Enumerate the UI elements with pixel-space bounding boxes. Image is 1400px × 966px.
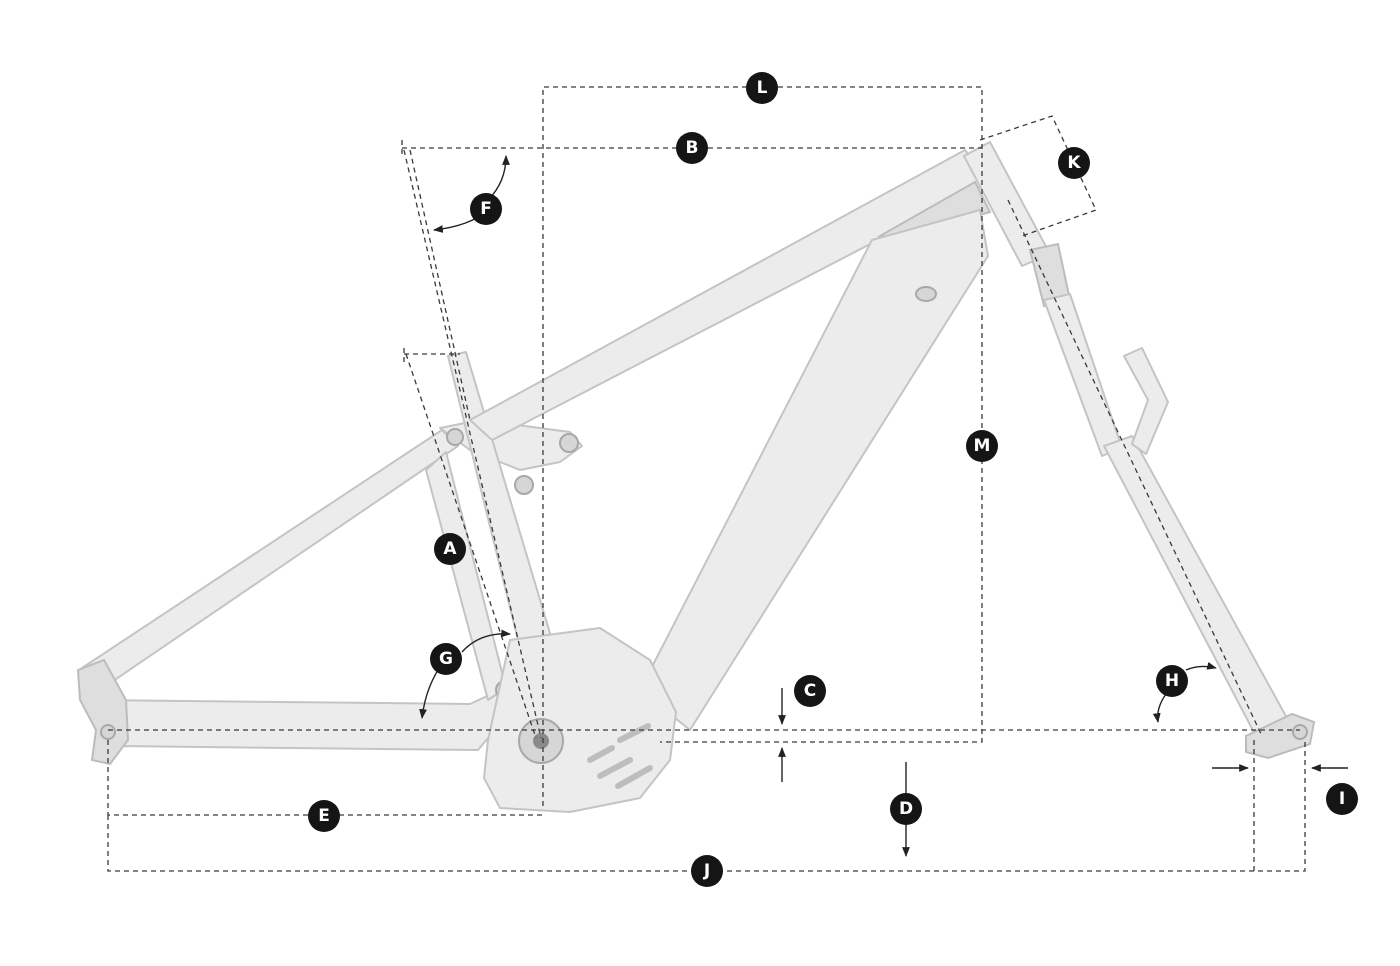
front-axle — [1292, 724, 1308, 740]
motor-housing — [483, 627, 677, 813]
bottom-bracket-axle — [533, 733, 549, 749]
label-c: C — [804, 681, 816, 701]
label-l: L — [757, 78, 768, 98]
rear-dropout — [76, 658, 130, 766]
angle-arrow-h-2 — [1185, 662, 1217, 671]
seat-tube-axis-2 — [409, 149, 471, 421]
label-b: B — [686, 138, 699, 158]
rear-axle — [100, 724, 116, 740]
label-m: M — [974, 436, 991, 456]
label-badge-g: G — [430, 643, 462, 675]
down-tube — [639, 209, 989, 731]
rocker-pivot-3 — [514, 475, 534, 495]
angle-arrow-f-2 — [487, 155, 510, 201]
label-i: I — [1339, 789, 1345, 809]
down-tube-port — [915, 286, 937, 302]
dimension-line-j — [107, 740, 1306, 872]
rocker-pivot-2 — [559, 433, 579, 453]
label-k: K — [1067, 153, 1081, 173]
label-g: G — [439, 649, 453, 669]
label-h: H — [1165, 671, 1179, 691]
label-badge-i: I — [1326, 783, 1358, 815]
label-badge-h: H — [1156, 665, 1188, 697]
label-badge-l: L — [746, 72, 778, 104]
seat-stay — [81, 429, 459, 691]
label-badge-d: D — [890, 793, 922, 825]
label-j: J — [703, 861, 710, 881]
label-badge-b: B — [676, 132, 708, 164]
label-badge-k: K — [1058, 147, 1090, 179]
label-badge-j: J — [691, 855, 723, 887]
label-badge-a: A — [434, 533, 466, 565]
label-badge-e: E — [308, 800, 340, 832]
angle-arrow-g-2 — [461, 629, 511, 653]
dimension-line-a-axis — [405, 353, 537, 739]
rocker-pivot-1 — [446, 428, 464, 446]
motor-vents — [587, 723, 653, 789]
bike-frame-illustration — [76, 141, 1316, 813]
fork-upper-leg — [1043, 293, 1123, 457]
label-badge-m: M — [966, 430, 998, 462]
label-badge-f: F — [470, 193, 502, 225]
dimension-lines — [107, 86, 1306, 872]
label-e: E — [318, 806, 330, 826]
seat-tube-axis — [403, 149, 542, 739]
label-badge-c: C — [794, 675, 826, 707]
fork-lower-leg — [1103, 435, 1289, 741]
angle-arrow-h — [1152, 693, 1167, 723]
label-d: D — [899, 799, 913, 819]
label-f: F — [480, 199, 492, 219]
fork-crown-arch — [1123, 347, 1169, 455]
chain-stay — [95, 689, 513, 751]
label-a: A — [443, 539, 457, 559]
dimension-line-l — [542, 86, 983, 806]
